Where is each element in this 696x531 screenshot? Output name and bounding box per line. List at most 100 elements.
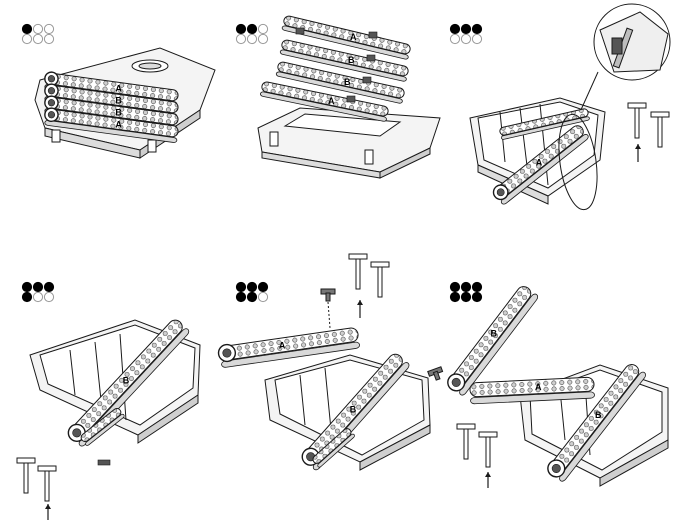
filled-dot	[235, 281, 247, 293]
filled-dot	[449, 291, 461, 303]
filled-dot	[460, 291, 472, 303]
hammer-head	[370, 261, 390, 268]
leg-latch	[366, 54, 376, 62]
leg	[259, 81, 389, 122]
leg-side	[500, 134, 589, 205]
leg	[499, 108, 590, 140]
step-4-hammers	[16, 457, 57, 520]
step-2-case-illustration	[257, 107, 441, 179]
step-3-highlight-ellipse	[558, 113, 598, 211]
hammer	[627, 102, 647, 139]
hammer	[37, 465, 57, 502]
leg-body	[261, 81, 389, 117]
filled-dot	[471, 23, 483, 35]
part-label-b: B	[123, 376, 130, 386]
leg	[281, 15, 411, 60]
leg-side	[281, 25, 409, 60]
step-6-panel: BAB	[427, 281, 669, 488]
leg-body	[312, 428, 352, 464]
filled-dot	[32, 281, 44, 293]
step-3-panel: A	[449, 3, 671, 211]
filled-dot	[460, 23, 472, 35]
step-4-progress-dots	[21, 281, 55, 303]
step-3-hammers	[627, 102, 670, 162]
part-label-b: B	[344, 77, 351, 87]
leg	[275, 61, 405, 104]
leg-latch	[97, 459, 111, 466]
empty-dot	[32, 23, 44, 35]
step-4-legs-group: B	[67, 319, 190, 466]
part-label-b: B	[348, 55, 355, 65]
step-1-progress-dots	[21, 23, 55, 45]
empty-dot	[43, 23, 55, 35]
hammer-head	[37, 465, 57, 472]
hammer	[478, 431, 498, 468]
leg-pivot	[72, 428, 82, 438]
leg-pivot	[551, 463, 561, 473]
leg-body	[283, 15, 411, 55]
hammer	[370, 261, 390, 298]
part-label-a: A	[115, 83, 122, 93]
step-5-pin	[320, 288, 336, 329]
leg-side	[279, 49, 407, 82]
leg	[44, 107, 179, 143]
filled-dot	[449, 23, 461, 35]
leg	[279, 39, 409, 82]
step-3-legs-group: A	[492, 108, 590, 205]
hammer-head	[650, 111, 670, 118]
part-label-b: B	[350, 405, 357, 415]
hammer-handle	[44, 470, 50, 502]
step-5-legs-group: AB	[217, 327, 410, 471]
empty-dot	[257, 291, 269, 303]
leg-side	[470, 391, 595, 405]
hammer-head	[348, 253, 368, 260]
hammer-handle	[485, 436, 491, 468]
hammer-head	[627, 102, 647, 109]
empty-dot	[43, 291, 55, 303]
empty-dot	[460, 33, 472, 45]
step-3-progress-dots	[449, 23, 483, 45]
hammer	[650, 111, 670, 148]
filled-dot	[449, 281, 461, 293]
empty-dot	[235, 33, 247, 45]
leg-pivot	[47, 87, 56, 95]
leg	[80, 407, 125, 446]
step-6-progress-dots	[449, 281, 483, 303]
leg-body	[80, 407, 122, 443]
leg-latch	[346, 95, 356, 103]
empty-dot	[32, 291, 44, 303]
filled-dot	[43, 281, 55, 293]
hammer-head	[478, 431, 498, 438]
part-label-a: A	[115, 119, 122, 129]
leg-body	[277, 61, 405, 99]
filled-dot	[21, 23, 33, 35]
step-6-pin	[427, 366, 444, 381]
part-label-a: A	[279, 341, 286, 351]
leg	[492, 125, 589, 205]
leg	[447, 286, 539, 396]
step-4-panel: B	[16, 281, 201, 520]
empty-dot	[257, 33, 269, 45]
hammer-handle	[657, 116, 663, 148]
leg	[547, 364, 646, 482]
leg-latch	[295, 27, 305, 35]
hammer-handle	[463, 428, 469, 460]
empty-dot	[246, 33, 258, 45]
leg-latch	[368, 31, 378, 39]
step-6-legs-group: BAB	[447, 286, 646, 482]
leg-pivot	[496, 188, 505, 197]
empty-dot	[471, 33, 483, 45]
part-label-b: B	[491, 329, 498, 339]
hammer-handle	[23, 462, 29, 494]
leg	[312, 428, 355, 468]
filled-dot	[235, 291, 247, 303]
part-label-b: B	[595, 410, 602, 420]
hammer	[348, 253, 368, 290]
filled-dot	[21, 281, 33, 293]
hammer	[16, 457, 36, 494]
part-label-b: B	[115, 95, 122, 105]
step-6-hammers	[456, 423, 498, 488]
